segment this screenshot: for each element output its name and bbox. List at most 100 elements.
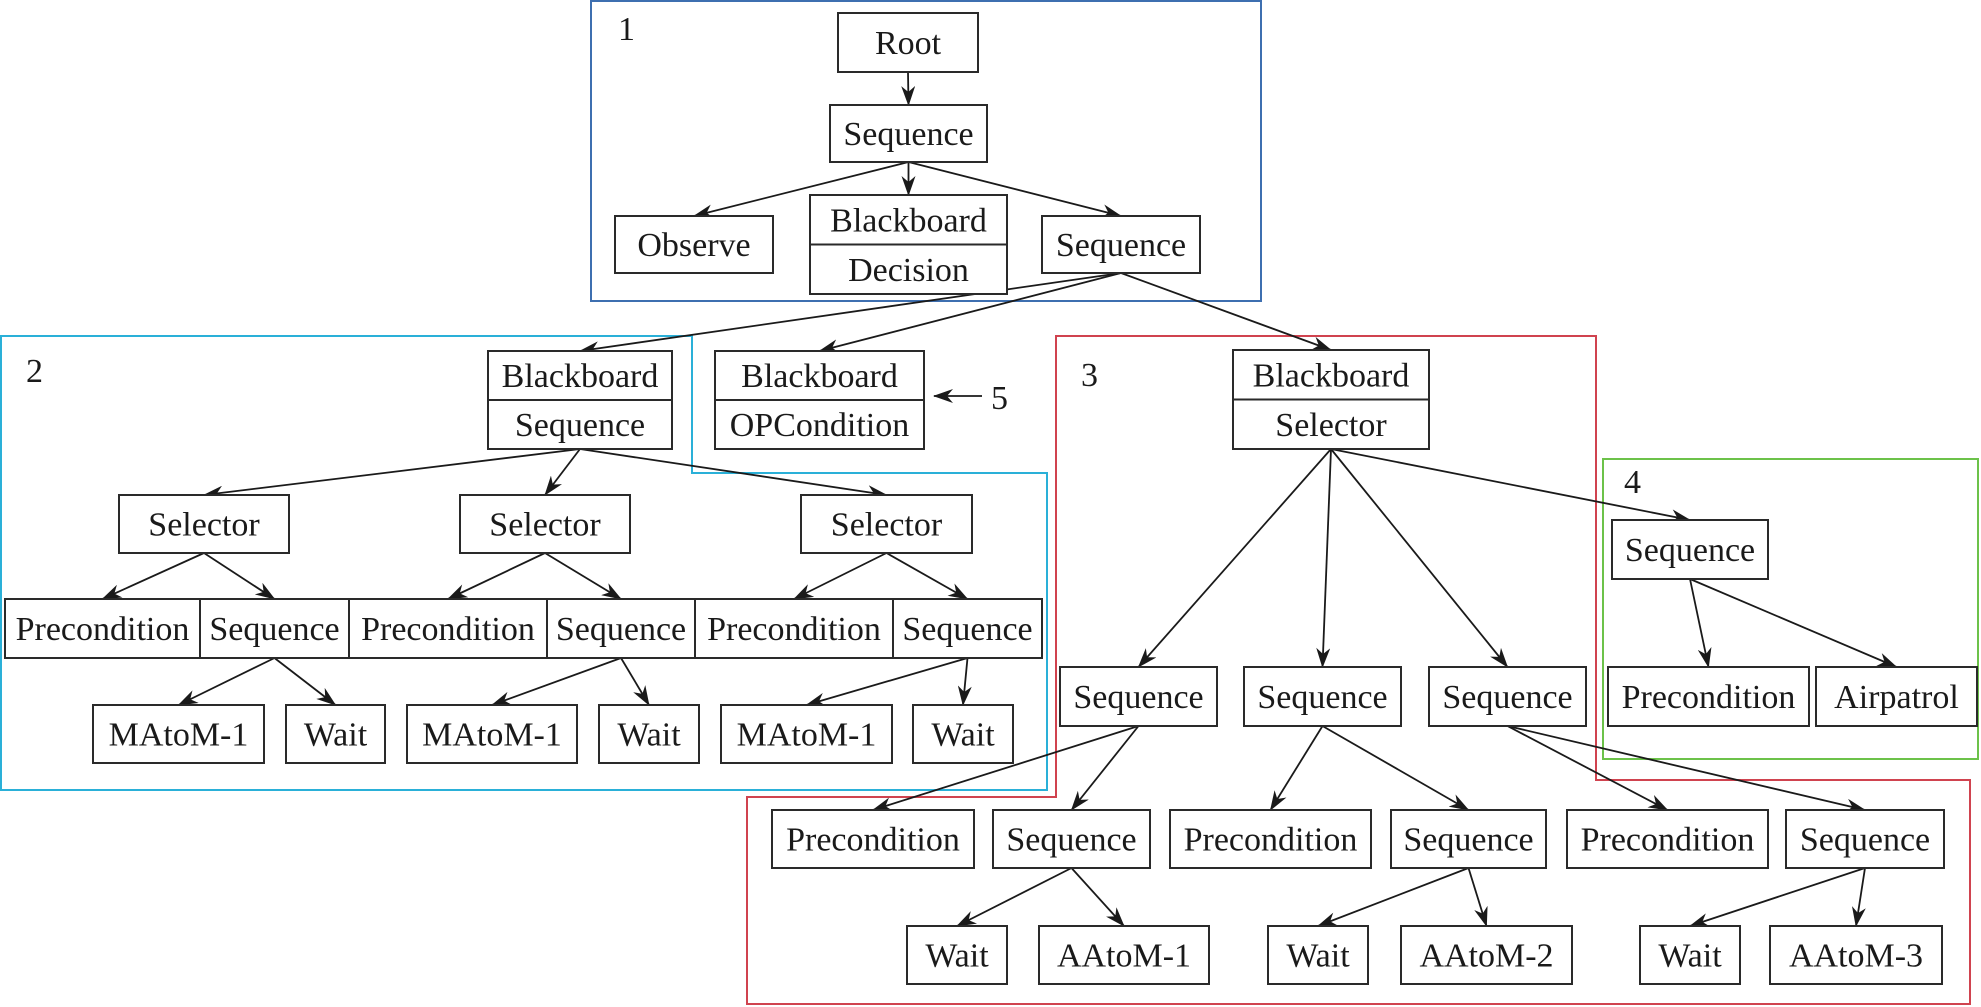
edge-sel_c-to-pre_c	[793, 552, 887, 600]
edge-bb_seq-to-sel_b	[544, 448, 581, 496]
node-box	[1639, 925, 1741, 985]
node-label: Observe	[637, 227, 750, 264]
edges-layer	[101, 71, 1898, 927]
node-label: Sequence	[556, 611, 686, 648]
node-s3-pre3: Precondition	[1566, 809, 1769, 869]
edge-seq_c-to-matom_c	[805, 657, 968, 707]
node-label: Precondition	[786, 822, 960, 859]
node-box	[199, 598, 350, 659]
node-seq-a: Sequence	[199, 598, 350, 659]
edge-bb_seq-to-sel_a	[203, 448, 581, 500]
node-s3-sub3: Sequence	[1785, 809, 1945, 869]
edge-seq_b-to-matom_b	[491, 657, 622, 706]
edge-s4_seq-to-airpatrol	[1689, 578, 1898, 668]
edge-s3_sub1-to-s3_wait1	[956, 867, 1072, 927]
node-s3-wait2: Wait	[1267, 925, 1369, 985]
node-box	[1607, 666, 1810, 727]
edge-bb_sel-to-s3_seq2	[1316, 448, 1332, 668]
node-label: Precondition	[707, 611, 881, 648]
node-pre-b: Precondition	[348, 598, 548, 659]
node-label: Sequence	[515, 407, 645, 444]
node-s3-wait3: Wait	[1639, 925, 1741, 985]
node-box	[1267, 925, 1369, 985]
edge-bb_sel-to-s3_seq1	[1137, 448, 1332, 668]
node-box	[892, 598, 1043, 659]
node-label: Sequence	[1056, 227, 1186, 264]
node-box	[1243, 666, 1402, 727]
node-label: Wait	[1658, 938, 1722, 975]
node-label: Selector	[1275, 407, 1387, 444]
node-label: AAtoM-1	[1057, 938, 1191, 975]
node-label: Selector	[489, 507, 601, 544]
node-label: Sequence	[1006, 822, 1136, 859]
node-box	[1038, 925, 1210, 985]
node-wait-a: Wait	[285, 704, 386, 764]
node-seq-b: Sequence	[546, 598, 696, 659]
node-box	[800, 494, 973, 554]
edge-seq1-to-bb_opcond	[818, 272, 1122, 354]
edge-seq1-to-bb_sel	[1120, 272, 1332, 351]
node-label: Precondition	[1581, 822, 1755, 859]
node-label: Sequence	[1073, 679, 1203, 716]
node-s3-seq2: Sequence	[1243, 666, 1402, 727]
node-label: Selector	[831, 507, 943, 544]
node-box	[1169, 809, 1372, 869]
edge-sel_b-to-seq_b	[544, 552, 622, 600]
region-2-outline	[0, 335, 1048, 791]
node-s3-sub2: Sequence	[1390, 809, 1547, 869]
node-box	[285, 704, 386, 764]
node-box	[4, 598, 201, 659]
node-label: Root	[875, 25, 942, 62]
region-4-label: 4	[1624, 464, 1641, 501]
node-seq1: Sequence	[1041, 215, 1201, 274]
edge-sel_a-to-pre_a	[101, 552, 205, 600]
edge-s3_sub3-to-aatom3	[1851, 867, 1866, 927]
node-s3-seq1: Sequence	[1059, 666, 1218, 727]
node-sel-c: Selector	[800, 494, 973, 554]
edge-seq_a-to-wait_a	[273, 657, 337, 706]
edge-seq_c-to-wait_c	[957, 657, 972, 706]
node-wait-c: Wait	[912, 704, 1014, 764]
node-box	[1566, 809, 1769, 869]
edge-seq0-to-seq1	[908, 161, 1122, 219]
region-4-outline	[1602, 458, 1979, 760]
node-aatom3: AAtoM-3	[1769, 925, 1943, 985]
node-box	[406, 704, 578, 764]
edge-s3_seq2-to-s3_pre2	[1269, 725, 1324, 811]
node-matom-a: MAtoM-1	[92, 704, 265, 764]
region-3-outline	[746, 335, 1971, 1005]
edge-seq_a-to-matom_a	[177, 657, 275, 706]
node-s3-wait1: Wait	[906, 925, 1008, 985]
node-label: Blackboard	[741, 358, 898, 395]
node-airpatrol: Airpatrol	[1815, 666, 1978, 727]
node-box	[1041, 215, 1201, 274]
edge-root-to-seq0	[901, 71, 916, 106]
node-label: Selector	[148, 507, 260, 544]
node-box	[546, 598, 696, 659]
edge-seq0-to-observe	[693, 161, 909, 219]
edge-seq1-to-bb_seq	[579, 272, 1122, 356]
node-s3-pre1: Precondition	[771, 809, 975, 869]
edge-sel_b-to-pre_b	[447, 552, 546, 600]
node-s3-pre2: Precondition	[1169, 809, 1372, 869]
node-label: Precondition	[16, 611, 190, 648]
edge-bb_seq-to-sel_c	[579, 448, 888, 500]
node-box	[92, 704, 265, 764]
node-label: Sequence	[902, 611, 1032, 648]
node-s4-seq: Sequence	[1611, 519, 1769, 580]
node-label: AAtoM-3	[1789, 938, 1923, 975]
node-wait-b: Wait	[598, 704, 700, 764]
edge-sel_a-to-seq_a	[203, 552, 276, 600]
node-label: OPCondition	[730, 407, 909, 444]
nodes-layer: RootSequenceObserveBlackboardDecisionSeq…	[4, 12, 1978, 985]
region-1-label: 1	[618, 11, 635, 48]
node-matom-c: MAtoM-1	[720, 704, 893, 764]
edge-s3_seq1-to-s3_sub1	[1070, 725, 1140, 811]
node-box	[459, 494, 631, 554]
node-box	[118, 494, 290, 554]
edge-seq_b-to-wait_b	[620, 657, 650, 706]
node-aatom1: AAtoM-1	[1038, 925, 1210, 985]
node-box	[1611, 519, 1769, 580]
